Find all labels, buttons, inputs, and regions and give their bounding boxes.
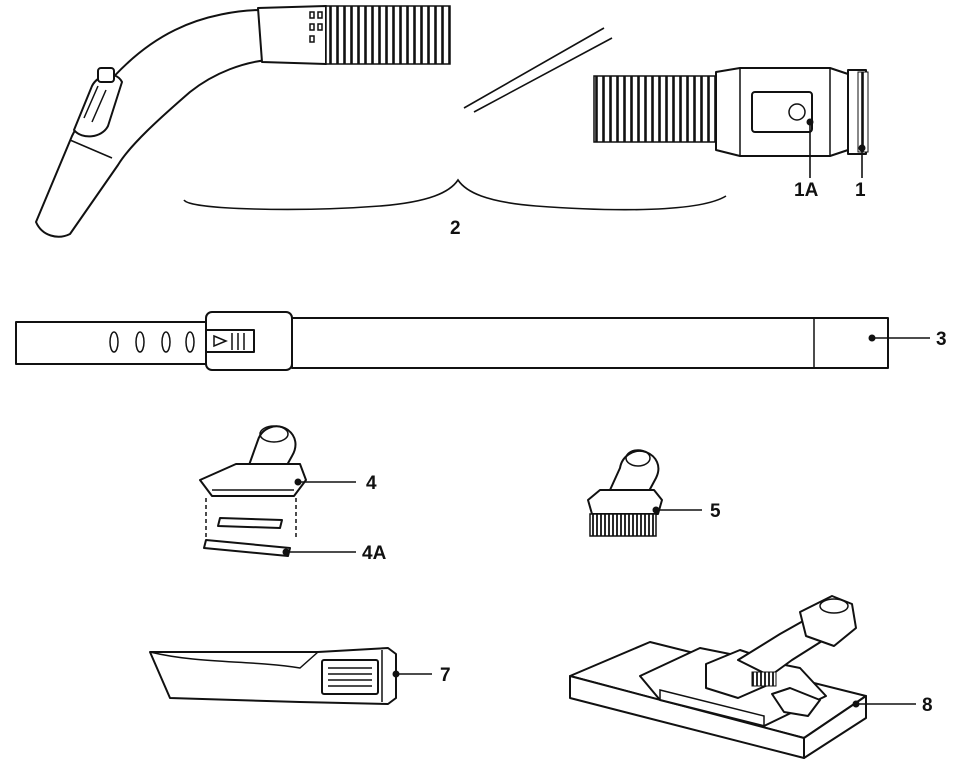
dusting-brush [587, 449, 702, 537]
hose-ribbed-segment-left [325, 5, 451, 65]
upholstery-tool [199, 425, 356, 557]
wand-lower-tube [15, 321, 207, 365]
hose-handle-lower-seam [69, 139, 113, 159]
dusting-brush-head [587, 489, 663, 515]
crevice-tool-grip-ribs [328, 667, 372, 687]
hose-ribbed-segment-right [593, 75, 723, 143]
label-1A: 1A [794, 180, 819, 201]
crevice-tool [149, 647, 432, 705]
hose-handle-curved-tube [35, 9, 269, 238]
wand-lock-button-arrow [213, 333, 245, 350]
label-4A: 4A [362, 543, 387, 564]
hose-break-marks [463, 27, 613, 113]
leader-4A-dot [282, 548, 290, 556]
hose-assembly-brace [183, 178, 727, 211]
label-1: 1 [855, 180, 866, 201]
upholstery-tool-strip-upper [217, 517, 283, 529]
leader-1-dot [858, 144, 866, 152]
dusting-brush-bristles [589, 513, 657, 537]
dusting-brush-opening [625, 449, 651, 467]
label-8: 8 [922, 695, 933, 716]
upholstery-tool-head [199, 463, 307, 497]
crevice-tool-bevel [149, 651, 319, 669]
leader-8-dot [852, 700, 860, 708]
floor-nozzle-neck-ribs [751, 671, 777, 687]
floor-nozzle-connector-opening [819, 598, 849, 614]
label-4: 4 [366, 473, 377, 494]
leader-7-dot [392, 670, 400, 678]
extension-wand [15, 311, 930, 371]
hose-handle-cuff-slots [309, 11, 323, 43]
suction-slider-knob[interactable] [97, 67, 115, 83]
release-button[interactable] [751, 91, 813, 133]
wand-lock-button[interactable] [205, 329, 255, 353]
release-button-ring [788, 103, 806, 121]
hose-handle [35, 5, 451, 238]
crevice-tool-grip [321, 659, 379, 695]
label-5: 5 [710, 501, 721, 522]
label-3: 3 [936, 329, 947, 350]
label-7: 7 [440, 665, 451, 686]
upholstery-tool-opening [259, 425, 289, 443]
hose-end-coupling-band [739, 68, 831, 156]
leader-3-dot [868, 334, 876, 342]
floor-nozzle-housing-edge [659, 689, 765, 726]
leader-1A-dot [806, 118, 814, 126]
hose-end-thread [857, 71, 869, 153]
label-2: 2 [450, 218, 461, 239]
hose-end [593, 67, 869, 178]
suction-slider-grip [83, 85, 107, 123]
leader-5-dot [652, 506, 660, 514]
leader-4-dot [294, 478, 302, 486]
upholstery-tool-neck [247, 425, 297, 475]
upholstery-tool-strip [203, 539, 291, 557]
floor-nozzle-plate-side [803, 695, 867, 759]
floor-nozzle-mode-pedal[interactable] [771, 687, 821, 717]
floor-nozzle-connector [799, 595, 857, 647]
upholstery-tool-guides [205, 498, 297, 540]
wand-upper-tube [291, 317, 889, 369]
wand-adjust-holes [109, 331, 195, 353]
floor-nozzle [569, 595, 916, 759]
hose-handle-cuff [257, 5, 327, 65]
